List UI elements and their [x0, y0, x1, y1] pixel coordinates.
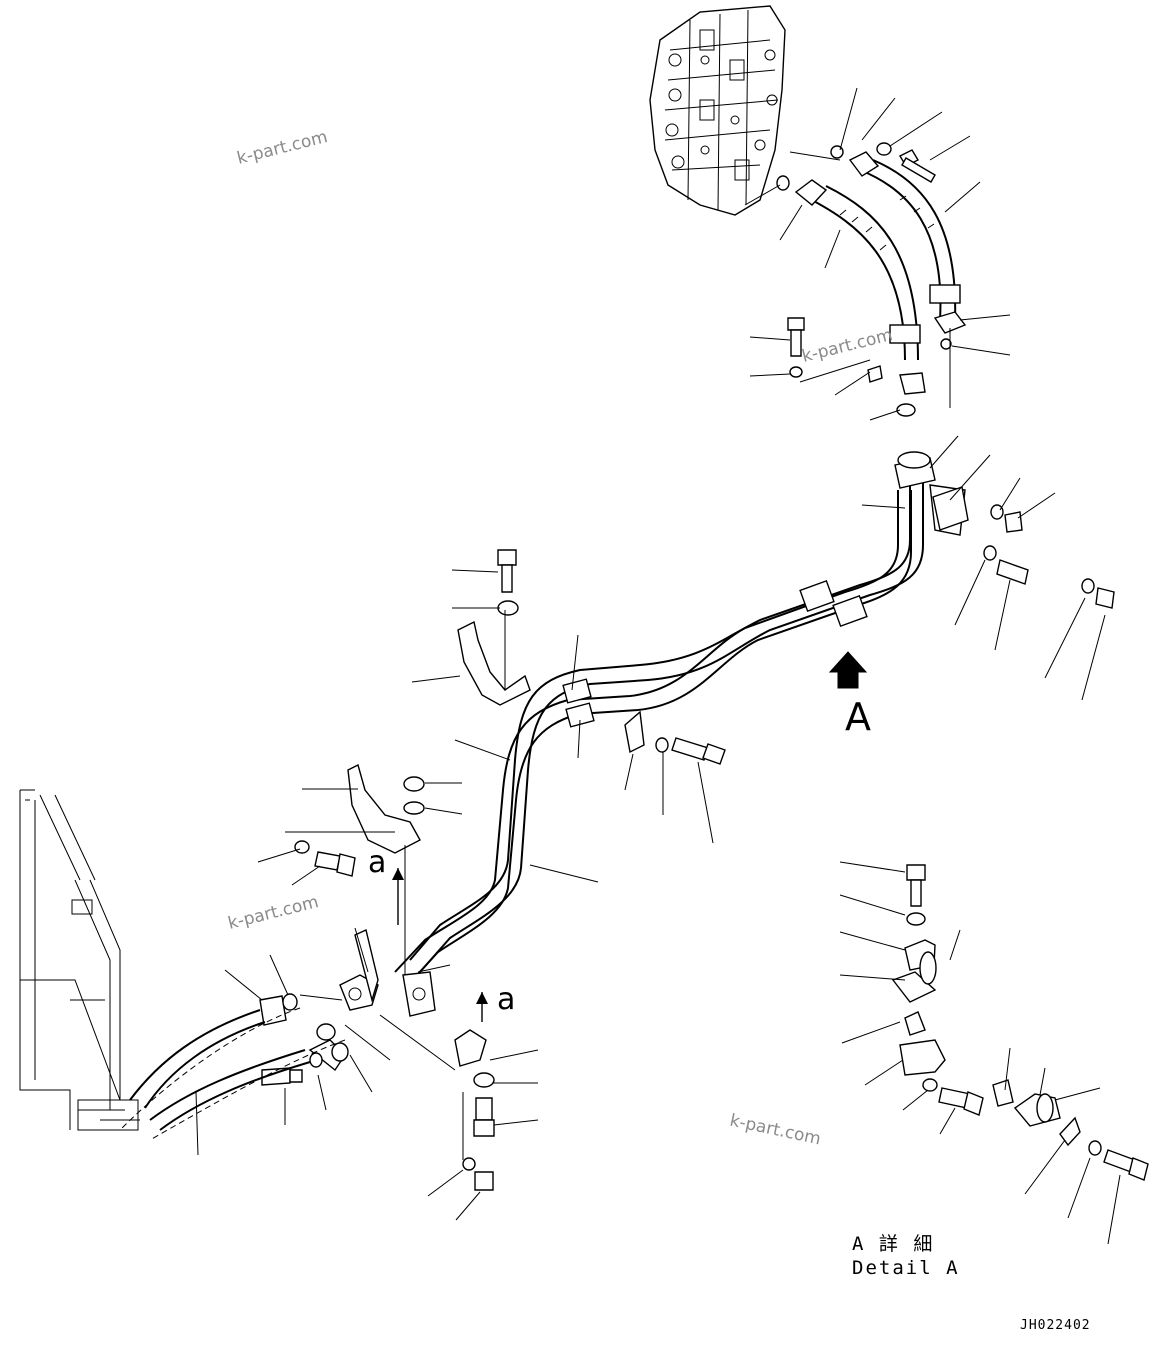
leader-lines — [195, 87, 1121, 1245]
view-arrow-label-a-right: a — [497, 982, 516, 1017]
detail-a-parts — [891, 864, 1149, 1181]
lower-left-assembly — [19, 789, 495, 1191]
detail-caption-english: Detail A — [852, 1257, 960, 1279]
detail-caption: A 詳 細 Detail A — [852, 1232, 960, 1280]
figure-code: JH022402 — [1020, 1318, 1091, 1333]
control-valve — [649, 5, 786, 216]
valve-fittings — [776, 142, 952, 417]
fasteners-main — [294, 504, 1115, 877]
detail-caption-japanese: A 詳 細 — [852, 1233, 935, 1255]
view-arrow-label-A: A — [845, 695, 871, 739]
valve-hoses — [794, 151, 967, 395]
brackets — [347, 486, 969, 1067]
view-arrow-label-a-left: a — [368, 845, 387, 880]
view-arrows — [392, 610, 868, 1022]
main-pipes — [394, 480, 924, 986]
